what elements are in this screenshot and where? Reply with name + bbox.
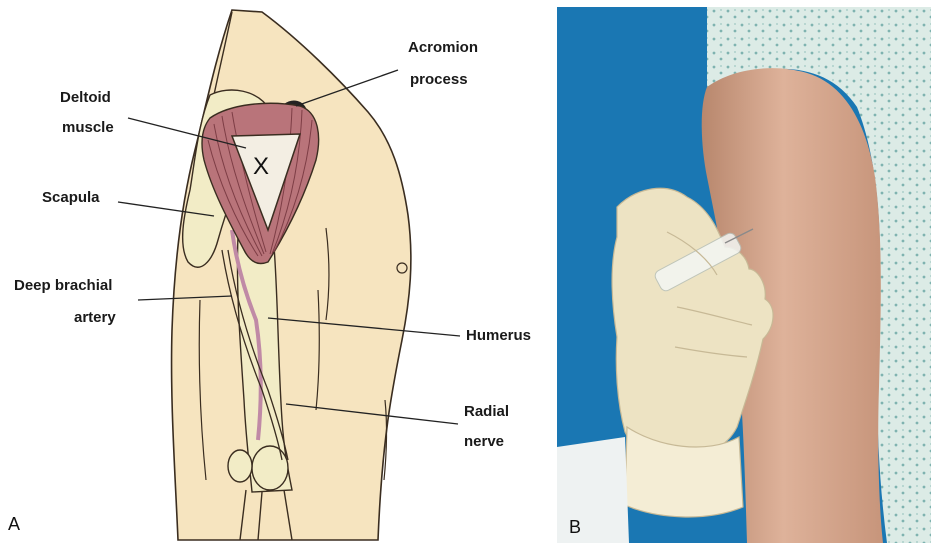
label-radial: Radial nerve bbox=[464, 403, 513, 450]
panel-letter-a: A bbox=[8, 514, 20, 534]
label-humerus: Humerus bbox=[466, 327, 531, 344]
injection-mark: X bbox=[253, 153, 269, 180]
elbow-bone-2 bbox=[228, 450, 252, 482]
white-sleeve bbox=[557, 437, 629, 543]
anatomy-illustration: X Acromion process Deltoid muscle Scapul… bbox=[0, 0, 548, 547]
panel-letter-b: B bbox=[569, 517, 581, 537]
label-deltoid: Deltoid muscle bbox=[60, 89, 115, 136]
label-scapula: Scapula bbox=[42, 189, 100, 206]
label-deep-brachial: Deep brachial artery bbox=[14, 277, 117, 326]
elbow-bone bbox=[252, 446, 288, 490]
label-acromion: Acromion process bbox=[408, 39, 482, 88]
injection-photo: B bbox=[557, 7, 931, 543]
arm-outline bbox=[172, 10, 411, 540]
